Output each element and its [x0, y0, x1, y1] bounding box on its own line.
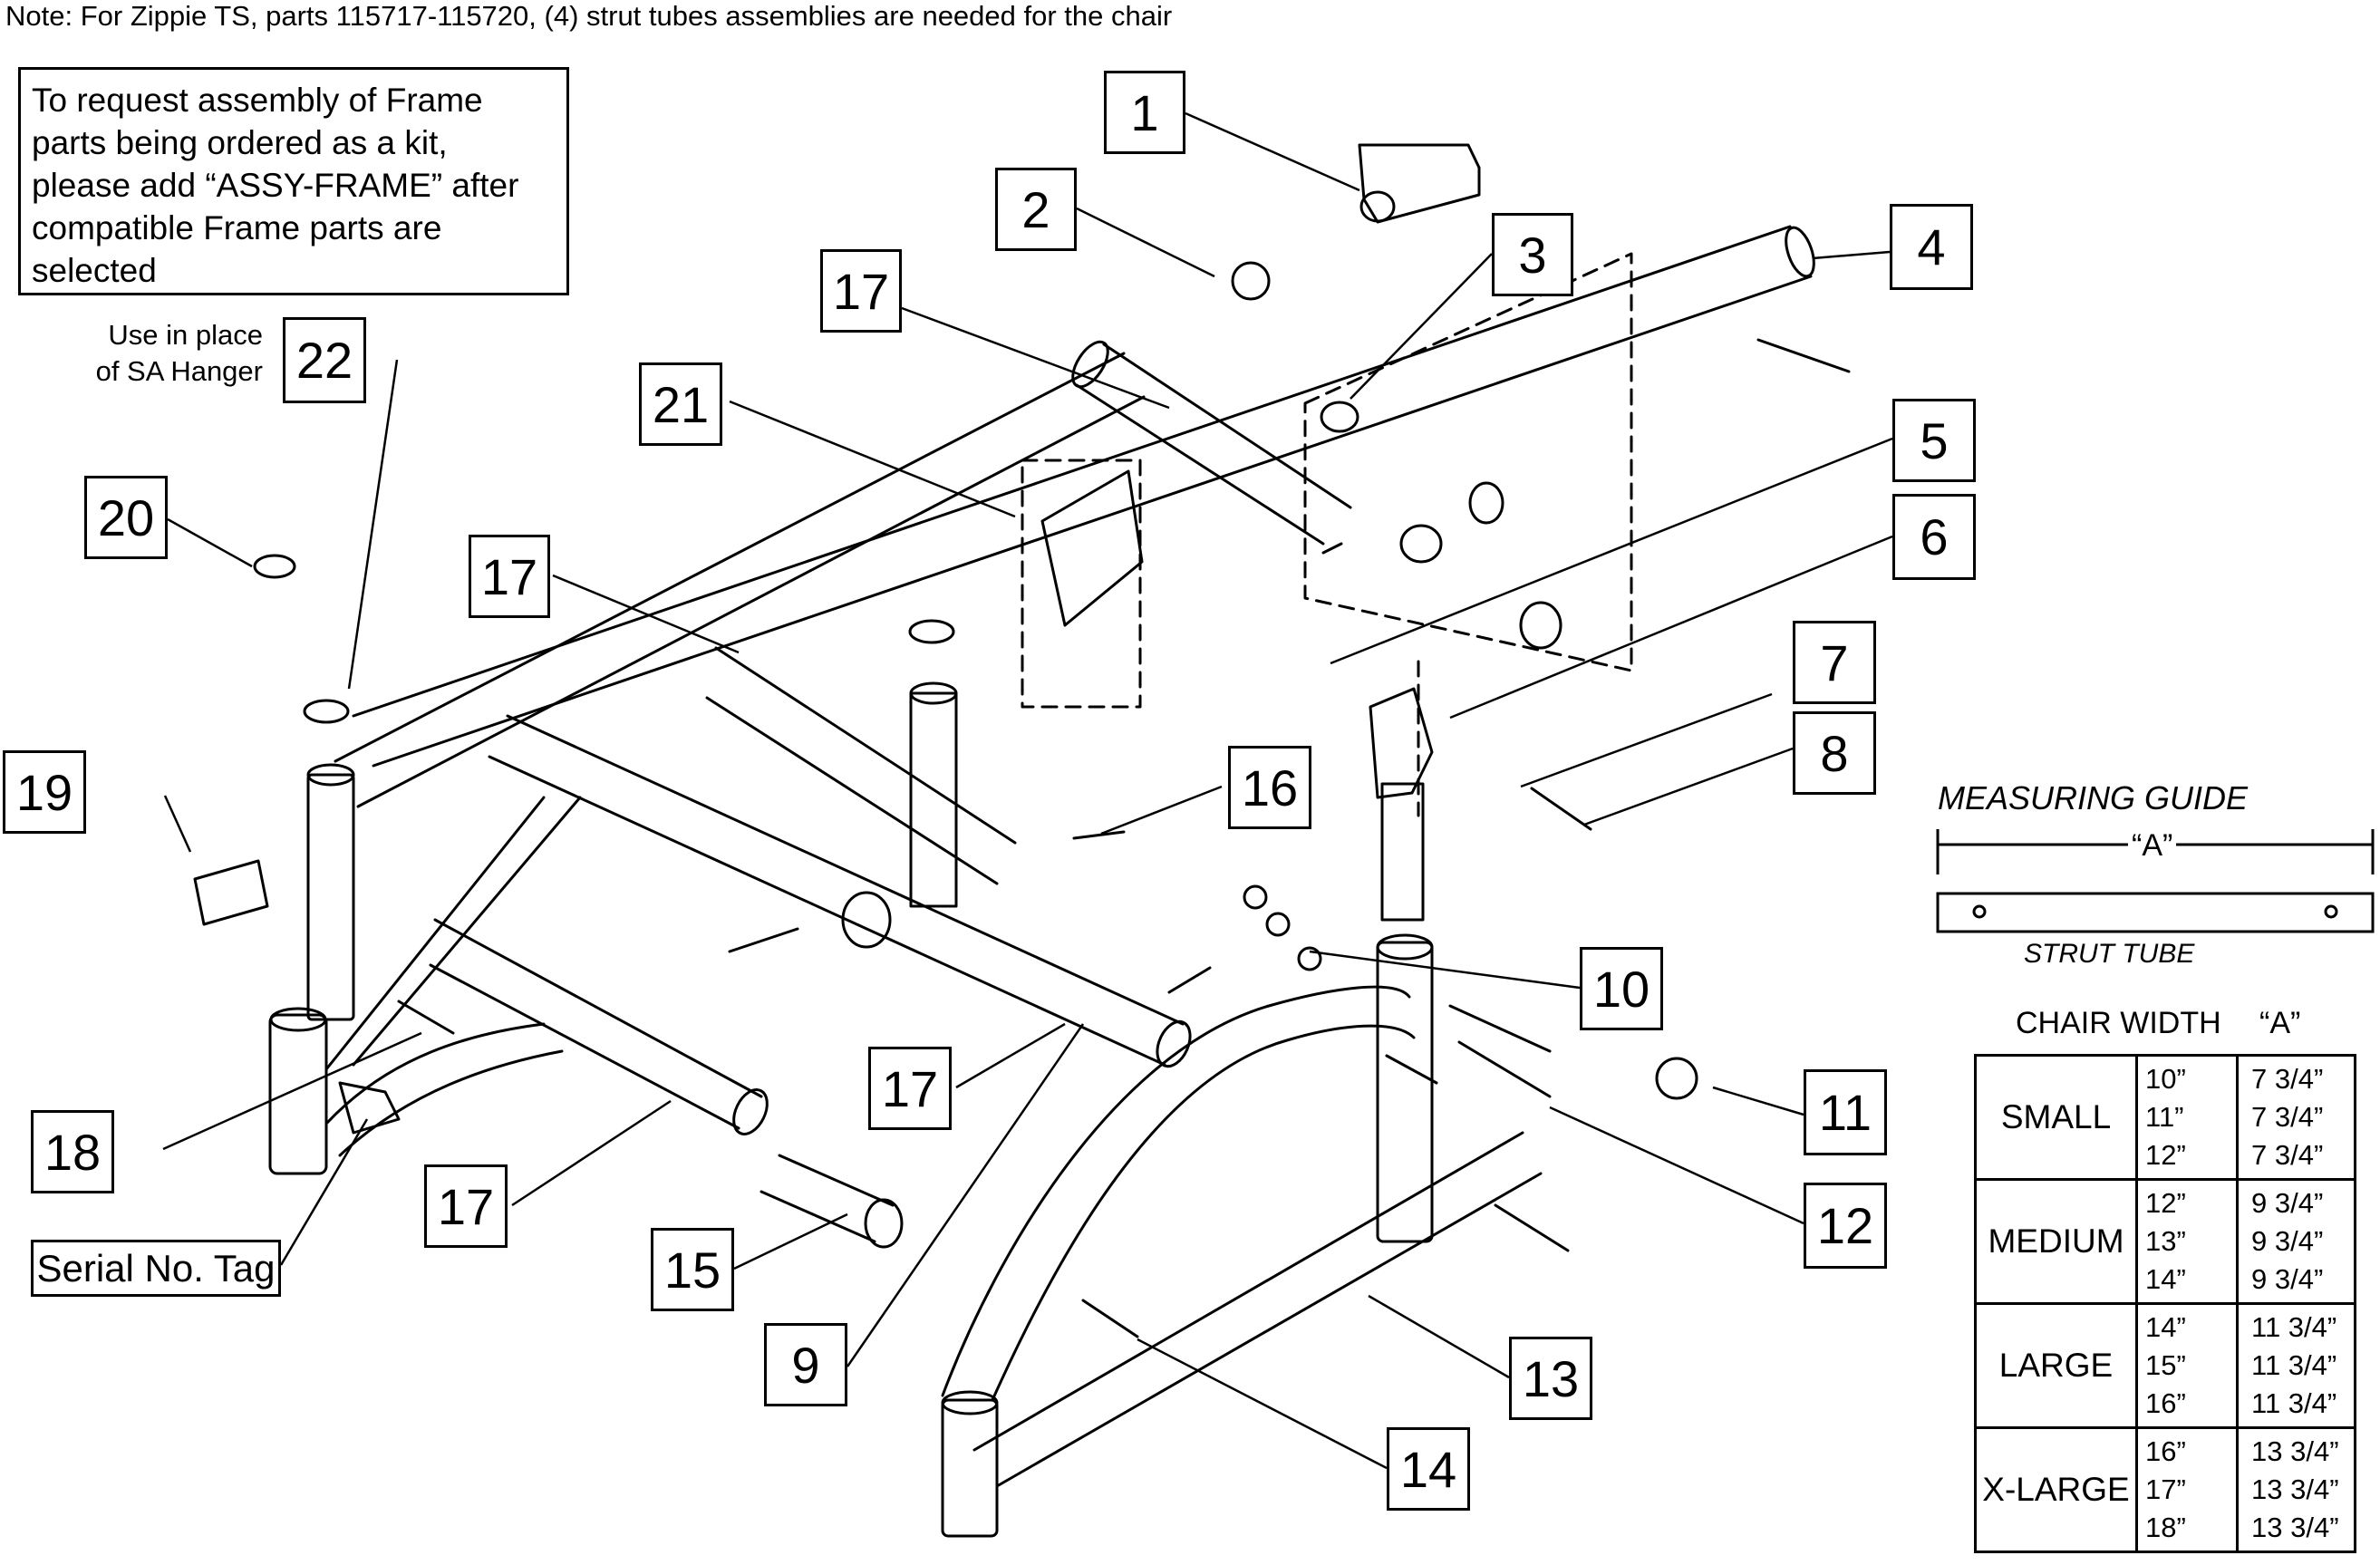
callout-3: 3	[1492, 213, 1573, 296]
size-cell: LARGE	[1974, 1302, 2138, 1429]
a-value: 13 3/4”	[2251, 1435, 2339, 1467]
leader-lines	[162, 111, 1893, 1470]
width-value: 12”	[2145, 1187, 2186, 1219]
callout-21: 21	[639, 362, 722, 446]
right-post	[1369, 687, 1434, 1243]
callout-11: 11	[1804, 1069, 1887, 1155]
front-frame	[941, 985, 1543, 1538]
width-value: 16”	[2145, 1435, 2186, 1467]
middle-cross-tube	[488, 714, 1192, 1068]
width-value: 17”	[2145, 1473, 2186, 1505]
center-tube	[705, 646, 1017, 949]
a-value: 7 3/4”	[2251, 1063, 2324, 1095]
callout-10: 10	[1580, 947, 1663, 1030]
left-post	[268, 763, 355, 1175]
top-rail-tube	[352, 225, 1815, 768]
a-value: 9 3/4”	[2251, 1187, 2324, 1219]
callout-12: 12	[1804, 1183, 1887, 1269]
width-value: 11”	[2145, 1101, 2184, 1133]
width-cell: 16” 17” 18”	[2135, 1426, 2239, 1553]
width-table: SMALL 10” 11” 12” 7 3/4” 7 3/4” 7 3/4” M…	[1974, 1054, 2356, 1553]
left-top-tube	[334, 352, 1146, 808]
a-value: 13 3/4”	[2251, 1473, 2339, 1505]
table-row: SMALL 10” 11” 12” 7 3/4” 7 3/4” 7 3/4”	[1974, 1054, 2356, 1181]
callout-14: 14	[1387, 1427, 1470, 1511]
width-cell: 12” 13” 14”	[2135, 1178, 2239, 1305]
a-cell: 9 3/4” 9 3/4” 9 3/4”	[2236, 1178, 2356, 1305]
callout-17: 17	[868, 1047, 952, 1130]
callout-13: 13	[1509, 1337, 1592, 1420]
dimension-a-label: “A”	[2128, 828, 2177, 864]
kit-box-line: please add “ASSY-FRAME” after	[32, 167, 519, 204]
width-value: 14”	[2145, 1311, 2186, 1343]
serial-number-tag-label: Serial No. Tag	[31, 1240, 281, 1297]
table-row: MEDIUM 12” 13” 14” 9 3/4” 9 3/4” 9 3/4”	[1974, 1178, 2356, 1305]
width-value: 10”	[2145, 1063, 2186, 1095]
a-value: 9 3/4”	[2251, 1263, 2324, 1295]
callout-6: 6	[1892, 494, 1976, 580]
chair-width-header: CHAIR WIDTH	[2016, 1006, 2221, 1040]
a-value: 11 3/4”	[2251, 1387, 2337, 1419]
callout-8: 8	[1793, 711, 1876, 795]
callout-1: 1	[1104, 71, 1185, 154]
callout-2: 2	[995, 168, 1077, 251]
hanger-note-line: of SA Hanger	[95, 355, 263, 387]
a-header: “A”	[2259, 1006, 2301, 1040]
center-post	[909, 681, 958, 908]
kit-box-line: selected	[32, 252, 157, 289]
kit-box-line: compatible Frame parts are	[32, 209, 442, 246]
measuring-guide-title: MEASURING GUIDE	[1938, 779, 2249, 816]
hanger-note-line: Use in place	[108, 319, 263, 351]
callout-18: 18	[31, 1110, 114, 1193]
callout-5: 5	[1892, 399, 1976, 482]
strut-tube-label: STRUT TUBE	[2024, 939, 2195, 969]
callout-17: 17	[820, 249, 902, 333]
table-row: LARGE 14” 15” 16” 11 3/4” 11 3/4” 11 3/4…	[1974, 1302, 2356, 1429]
a-value: 9 3/4”	[2251, 1225, 2324, 1257]
assembly-boxes	[1021, 252, 1633, 817]
callout-19: 19	[3, 750, 86, 834]
bolts	[397, 338, 1851, 1338]
part-shapes	[193, 143, 1698, 1135]
header-note: Note: For Zippie TS, parts 115717-115720…	[5, 0, 1173, 32]
a-value: 7 3/4”	[2251, 1101, 2324, 1133]
upper-cross-tube	[1071, 340, 1352, 546]
width-cell: 10” 11” 12”	[2135, 1054, 2239, 1181]
a-cell: 13 3/4” 13 3/4” 13 3/4”	[2236, 1426, 2356, 1553]
lower-left-frame	[324, 796, 582, 1157]
callout-4: 4	[1890, 204, 1973, 290]
width-value: 15”	[2145, 1349, 2186, 1381]
callout-20: 20	[84, 476, 168, 559]
width-value: 18”	[2145, 1512, 2186, 1543]
table-row: X-LARGE 16” 17” 18” 13 3/4” 13 3/4” 13 3…	[1974, 1426, 2356, 1553]
callout-15: 15	[651, 1228, 734, 1311]
kit-box-line: parts being ordered as a kit,	[32, 124, 448, 161]
width-value: 16”	[2145, 1387, 2186, 1419]
a-value: 13 3/4”	[2251, 1512, 2339, 1543]
callout-17: 17	[469, 535, 550, 618]
a-value: 11 3/4”	[2251, 1349, 2337, 1381]
width-value: 14”	[2145, 1263, 2186, 1295]
size-cell: X-LARGE	[1974, 1426, 2138, 1553]
width-value: 12”	[2145, 1139, 2186, 1171]
callout-7: 7	[1793, 621, 1876, 704]
end-cap-tube	[759, 1154, 904, 1249]
a-value: 11 3/4”	[2251, 1311, 2337, 1343]
a-cell: 11 3/4” 11 3/4” 11 3/4”	[2236, 1302, 2356, 1429]
width-value: 13”	[2145, 1225, 2186, 1257]
callout-22: 22	[283, 317, 366, 403]
front-cross-tube	[429, 918, 769, 1135]
callout-9: 9	[764, 1323, 847, 1406]
callout-17: 17	[424, 1164, 508, 1248]
assembly-request-box: To request assembly of Frame parts being…	[18, 67, 569, 295]
size-cell: MEDIUM	[1974, 1178, 2138, 1305]
kit-box-line: To request assembly of Frame	[32, 82, 483, 119]
size-cell: SMALL	[1974, 1054, 2138, 1181]
callout-16: 16	[1228, 746, 1311, 829]
a-value: 7 3/4”	[2251, 1139, 2324, 1171]
a-cell: 7 3/4” 7 3/4” 7 3/4”	[2236, 1054, 2356, 1181]
width-cell: 14” 15” 16”	[2135, 1302, 2239, 1429]
